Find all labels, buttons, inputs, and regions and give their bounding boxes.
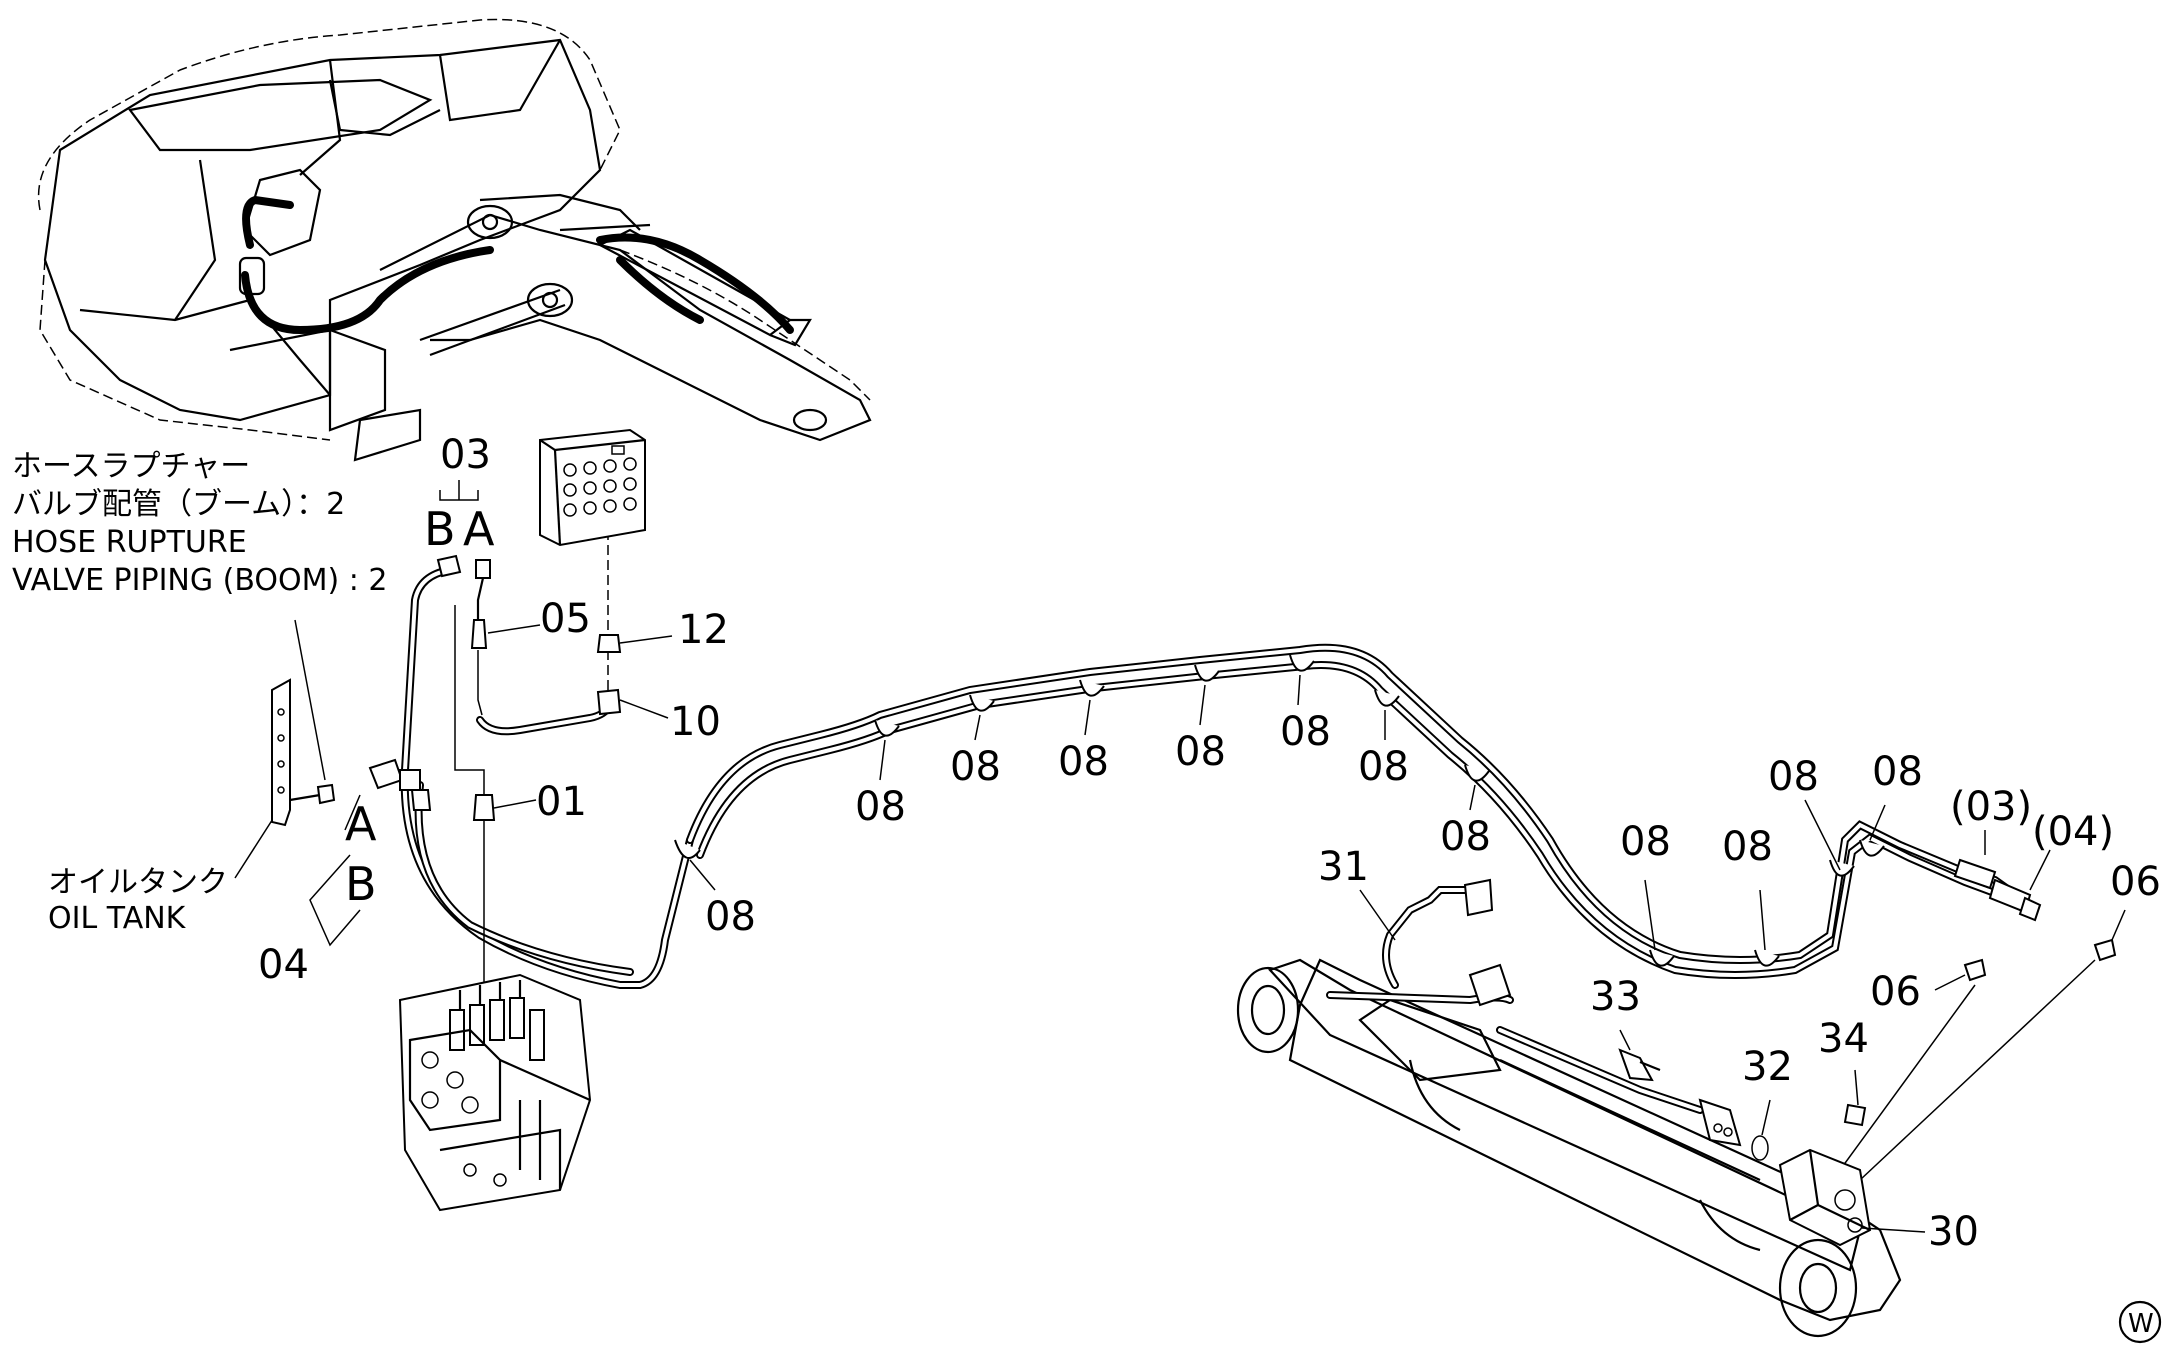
clamp — [1194, 664, 1220, 682]
clamp — [1079, 679, 1105, 697]
callout-03-reference: (03) — [1950, 784, 2032, 830]
callout-06-lower: 06 — [1870, 969, 1921, 1015]
callout-08: 08 — [855, 784, 906, 830]
callout-08: 08 — [950, 744, 1001, 790]
port-a-upper-label: A — [463, 502, 495, 556]
clamp — [1754, 949, 1780, 967]
callout-04-reference: (04) — [2032, 809, 2114, 855]
callout-01: 01 — [536, 779, 587, 825]
note-leader-line — [294, 619, 326, 781]
port-b-upper-label: B — [424, 502, 456, 556]
callout-08: 08 — [1872, 749, 1923, 795]
callout-10: 10 — [670, 699, 721, 745]
hose-assembly-left: 03 B A A B 04 — [258, 432, 694, 989]
callout-08: 08 — [1768, 754, 1819, 800]
callout-31: 31 — [1318, 844, 1369, 890]
clamp — [1464, 764, 1490, 782]
note-en-line-2: VALVE PIPING (BOOM) : 2 — [12, 563, 388, 598]
callout-34: 34 — [1818, 1016, 1869, 1062]
clamp — [1859, 839, 1885, 857]
clamp — [1374, 689, 1400, 707]
clamp — [1289, 654, 1315, 672]
port-a-lower-label: A — [345, 797, 377, 851]
corner-mark: W — [2118, 1300, 2162, 1344]
clamp — [1829, 859, 1855, 877]
note-jp-line-1: ホースラプチャー — [12, 449, 250, 484]
corner-mark-letter: W — [2128, 1309, 2154, 1339]
hose-rupture-valve-parts: 33 32 34 30 — [1590, 974, 1979, 1255]
pilot-valve-block-illustration — [539, 428, 646, 547]
callout-04: 04 — [258, 942, 309, 988]
right-end-fittings: (03) (04) 06 06 — [1839, 784, 2161, 1181]
callout-33: 33 — [1590, 974, 1641, 1020]
oil-tank-bracket-illustration — [271, 678, 336, 827]
callout-08: 08 — [1175, 729, 1226, 775]
note-en-line-1: HOSE RUPTURE — [12, 525, 247, 560]
callout-08: 08 — [705, 894, 756, 940]
control-valve-illustration — [398, 973, 592, 1212]
oil-tank-jp-label: オイルタンク — [48, 865, 228, 900]
clamp — [874, 719, 900, 737]
callout-08: 08 — [1620, 819, 1671, 865]
callout-06-upper: 06 — [2110, 859, 2161, 905]
clamp — [969, 694, 995, 712]
excavator-overview-illustration — [37, 18, 872, 462]
pilot-piping: 05 10 12 01 — [454, 530, 729, 990]
callout-30: 30 — [1928, 1209, 1979, 1255]
callout-08: 08 — [1722, 824, 1773, 870]
hose-clamps — [674, 654, 1885, 967]
clamp-callouts: 08 08 08 08 08 08 08 08 08 08 08 08 — [689, 674, 1923, 951]
callout-08: 08 — [1358, 744, 1409, 790]
oil-tank-note: オイルタンク OIL TANK — [48, 865, 228, 936]
oil-tank-en-label: OIL TANK — [48, 901, 187, 936]
clamp — [674, 839, 701, 859]
boom-cylinder-illustration: 31 — [1236, 844, 1902, 1338]
callout-08: 08 — [1058, 739, 1109, 785]
callout-05: 05 — [540, 596, 591, 642]
callout-08: 08 — [1440, 814, 1491, 860]
callout-03: 03 — [440, 432, 491, 478]
callout-08: 08 — [1280, 709, 1331, 755]
hose-rupture-valve-note: ホースラプチャー バルブ配管（ブーム）：2 HOSE RUPTURE VALVE… — [12, 449, 388, 598]
note-jp-line-2: バルブ配管（ブーム）：2 — [12, 487, 345, 522]
callout-12: 12 — [678, 607, 729, 653]
clamp — [1649, 949, 1675, 967]
port-b-lower-label: B — [345, 857, 377, 911]
callout-32: 32 — [1742, 1044, 1793, 1090]
